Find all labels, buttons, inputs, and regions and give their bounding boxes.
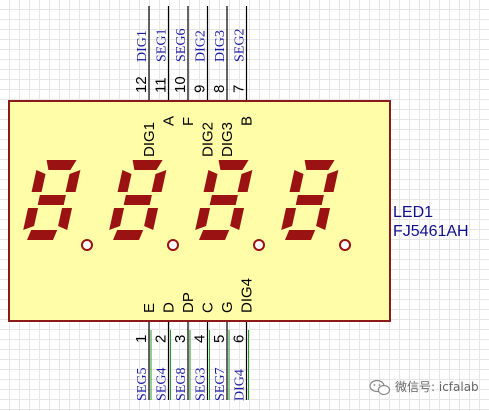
- segment-f: [117, 170, 132, 192]
- top-pin-number: 8: [211, 85, 228, 93]
- decimal-point: [81, 239, 93, 251]
- top-net-label: DIG3: [213, 30, 228, 62]
- segment-f: [289, 170, 304, 192]
- decimal-point: [253, 239, 265, 251]
- top-net-label: SEG6: [174, 29, 189, 62]
- bottom-pin-number: 1: [133, 335, 150, 343]
- bottom-net-label: SEG8: [174, 368, 189, 401]
- bottom-net-label: SEG7: [213, 368, 228, 401]
- top-net-label: SEG2: [233, 29, 248, 62]
- top-pin-name: A: [161, 116, 178, 126]
- top-pin-number: 7: [231, 85, 248, 93]
- segment-d: [113, 230, 144, 240]
- bottom-net-label: SEG4: [155, 368, 170, 401]
- bottom-pin-name: E: [141, 303, 158, 313]
- bottom-pin-number: 4: [192, 335, 209, 343]
- top-pin-name: F: [180, 117, 197, 126]
- segment-c: [58, 208, 73, 230]
- segment-g: [123, 195, 152, 205]
- bottom-pin-name: DIG4: [239, 278, 256, 313]
- bottom-pin-number: 2: [153, 335, 170, 343]
- segment-a: [46, 160, 77, 170]
- top-net-label: DIG2: [194, 30, 209, 62]
- top-pin-number: 10: [172, 76, 189, 93]
- segment-b: [65, 170, 81, 192]
- segment-e: [281, 208, 297, 230]
- top-pin-number: 9: [192, 85, 209, 93]
- segment-e: [195, 208, 211, 230]
- top-pin-number: 12: [133, 76, 150, 93]
- segment-e: [23, 208, 39, 230]
- top-net-label: DIG1: [135, 30, 150, 62]
- top-net-label: SEG1: [155, 29, 170, 62]
- decimal-point: [167, 239, 179, 251]
- bottom-pin-name: C: [200, 302, 217, 313]
- bottom-net-label: DIG4: [233, 369, 248, 401]
- segment-b: [323, 170, 339, 192]
- segment-b: [237, 170, 253, 192]
- top-pin-name: DIG2: [200, 122, 217, 157]
- seven-segment-display: [23, 160, 351, 251]
- component-part[interactable]: FJ5461AH: [393, 223, 469, 240]
- bottom-net-label: SEG3: [194, 368, 209, 401]
- segment-g: [295, 195, 324, 205]
- pin-wires: [148, 6, 249, 400]
- segment-f: [31, 170, 46, 192]
- bottom-pin-number: 3: [172, 335, 189, 343]
- segment-g: [209, 195, 238, 205]
- bottom-pin-number: 6: [231, 335, 248, 343]
- segment-g: [37, 195, 66, 205]
- segment-d: [199, 230, 230, 240]
- segment-c: [316, 208, 331, 230]
- segment-d: [27, 230, 58, 240]
- segment-a: [132, 160, 163, 170]
- pin-labels: DIG112DIG1SEG111ASEG610FDIG29DIG2DIG38DI…: [133, 29, 256, 401]
- top-pin-name: B: [239, 116, 256, 126]
- bottom-pin-name: G: [219, 301, 236, 313]
- component-ref[interactable]: LED1: [393, 204, 433, 221]
- segment-e: [109, 208, 125, 230]
- bottom-pin-name: D: [161, 302, 178, 313]
- bottom-pin-name: DP: [180, 292, 197, 313]
- top-pin-name: DIG1: [141, 122, 158, 157]
- top-pin-number: 11: [153, 77, 170, 93]
- segment-c: [144, 208, 159, 230]
- wechat-icon: [369, 379, 391, 396]
- segment-b: [151, 170, 167, 192]
- decimal-point: [339, 239, 351, 251]
- segment-d: [285, 230, 316, 240]
- segment-a: [304, 160, 335, 170]
- segment-f: [203, 170, 218, 192]
- segment-c: [230, 208, 245, 230]
- segment-a: [218, 160, 249, 170]
- watermark-text: 微信号: icfalab: [395, 380, 479, 394]
- bottom-pin-number: 5: [211, 335, 228, 343]
- top-pin-name: DIG3: [219, 122, 236, 157]
- watermark: 微信号: icfalab: [369, 379, 479, 396]
- bottom-net-label: SEG5: [135, 368, 150, 401]
